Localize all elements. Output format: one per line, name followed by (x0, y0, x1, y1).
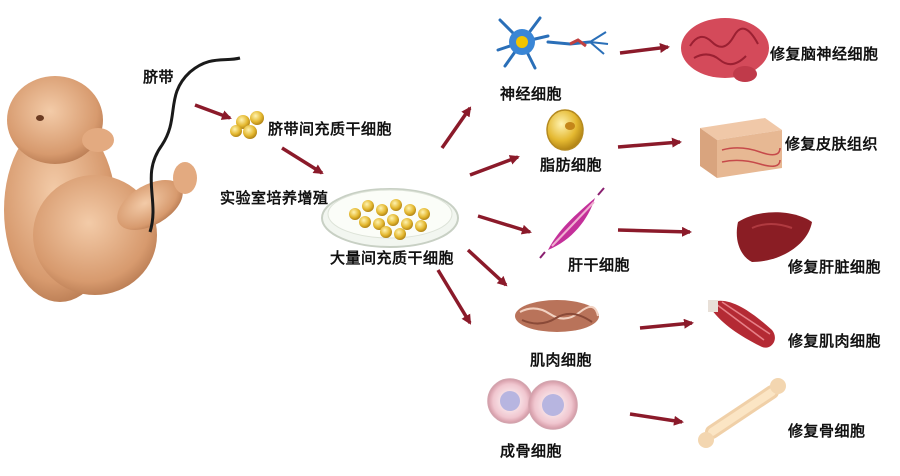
muscle-icon (708, 300, 775, 348)
neuron-icon (496, 16, 609, 70)
arrow-to-bone (436, 269, 472, 325)
muscle-tissue-icon (515, 300, 599, 332)
repair-brain-label: 修复脑神经细胞 (770, 45, 879, 63)
muscle-cell-label: 肌肉细胞 (530, 351, 593, 369)
lab-culture-label: 实验室培养增殖 (220, 189, 329, 207)
neuron-label: 神经细胞 (500, 85, 563, 103)
fat-cell-label: 脂肪细胞 (540, 156, 603, 174)
expanded-msc-cells (349, 199, 430, 240)
fetus-image (4, 76, 197, 302)
cord-msc-label: 脐带间充质干细胞 (268, 120, 393, 138)
osteoblast-icon (487, 378, 578, 430)
repair-liver-label: 修复肝脏细胞 (788, 258, 882, 276)
repair-skin-label: 修复皮肤组织 (785, 135, 879, 153)
arrow-to-fat (469, 155, 520, 177)
osteoblast-label: 成骨细胞 (500, 442, 563, 460)
skin-tissue-icon (700, 118, 782, 178)
flow-arrows (194, 43, 694, 426)
arrow-fat-to-skin (617, 137, 682, 149)
arrow-to-neuron (440, 106, 472, 150)
cord-msc-cluster (230, 111, 264, 139)
arrow-cord-to-msc (194, 103, 232, 120)
petri-dish (321, 188, 459, 248)
arrow-msc-to-culture (281, 146, 324, 175)
bone-icon (698, 378, 786, 448)
arrow-to-muscle (466, 248, 508, 287)
repair-muscle-label: 修复肌肉细胞 (788, 332, 882, 350)
arrow-liver-to-organ (617, 226, 692, 237)
brain-icon (681, 18, 769, 82)
liver-stem-cell-label: 肝干细胞 (568, 256, 631, 274)
arrow-neuron-to-brain (619, 43, 670, 55)
umbilical-cord-label: 脐带 (143, 68, 175, 86)
umbilical-cord-line (148, 56, 241, 233)
liver-stem-cell-icon (539, 187, 605, 259)
liver-icon (736, 212, 812, 262)
fat-cell-icon (546, 109, 584, 151)
expanded-msc-label: 大量间充质干细胞 (330, 249, 455, 267)
arrow-muscle-to-organ (639, 318, 694, 330)
arrow-to-liver-stem (477, 214, 532, 235)
arrow-bone-to-organ (629, 412, 684, 426)
repair-bone-label: 修复骨细胞 (788, 422, 866, 440)
